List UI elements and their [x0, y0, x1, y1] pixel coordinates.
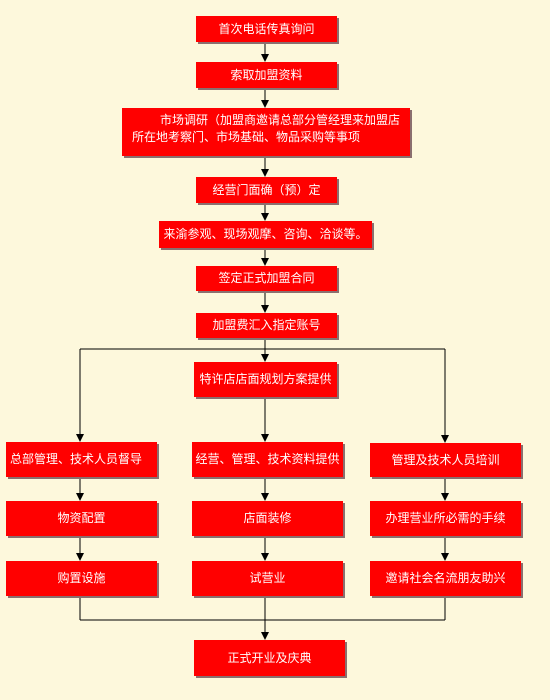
node-invite-celebrities: 邀请社会名流朋友助兴: [370, 561, 521, 596]
node-visit-consult: 来渝参观、现场观摩、咨询、洽谈等。: [159, 221, 372, 248]
node-staff-training: 管理及技术人员培训: [370, 443, 521, 477]
node-market-research-line-2: 所在地考察门、市场基础、物品采购等事项: [132, 130, 361, 144]
node-confirm-storefront: 经营门面确（预）定: [196, 177, 337, 203]
node-market-research: 市场调研（加盟商邀请总部分管经理来加盟店 所在地考察门、市场基础、物品采购等事项: [122, 108, 410, 156]
node-business-license: 办理营业所必需的手续: [370, 501, 521, 536]
node-request-materials: 索取加盟资料: [196, 62, 337, 88]
node-provide-materials: 经营、管理、技术资料提供: [192, 442, 343, 477]
node-supplies-allocation: 物资配置: [6, 501, 157, 536]
node-pay-fee: 加盟费汇入指定账号: [196, 313, 337, 338]
node-initial-inquiry: 首次电话传真询问: [196, 16, 337, 42]
node-trial-operation: 试营业: [192, 561, 343, 596]
node-grand-opening: 正式开业及庆典: [194, 640, 345, 676]
node-market-research-line-1: 市场调研（加盟商邀请总部分管经理来加盟店: [160, 113, 401, 127]
node-store-decoration: 店面装修: [192, 501, 343, 536]
node-sign-contract: 签定正式加盟合同: [196, 266, 337, 291]
node-hq-supervision: 总部管理、技术人员督导: [6, 442, 157, 477]
node-store-plan: 特许店店面规划方案提供: [194, 362, 337, 397]
node-purchase-equipment: 购置设施: [6, 561, 157, 596]
